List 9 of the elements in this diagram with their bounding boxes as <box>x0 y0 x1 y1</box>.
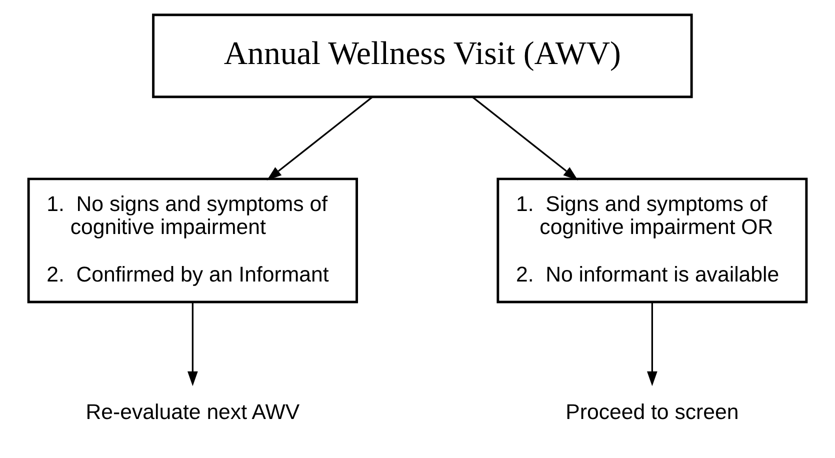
arrow <box>266 96 373 180</box>
node-text: Proceed to screen <box>566 400 739 424</box>
node-box: Annual Wellness Visit (AWV) <box>152 14 693 98</box>
arrow <box>188 302 198 386</box>
node-box: 1. Signs and symptoms of cognitive impairment OR 2. No informant is available <box>496 178 808 304</box>
node-text: Re-evaluate next AWV <box>86 400 300 424</box>
node-box: 1. No signs and symptoms of cognitive impairment 2. Confirmed by an Informant <box>27 178 358 304</box>
arrow <box>647 302 658 386</box>
arrow <box>472 96 578 180</box>
